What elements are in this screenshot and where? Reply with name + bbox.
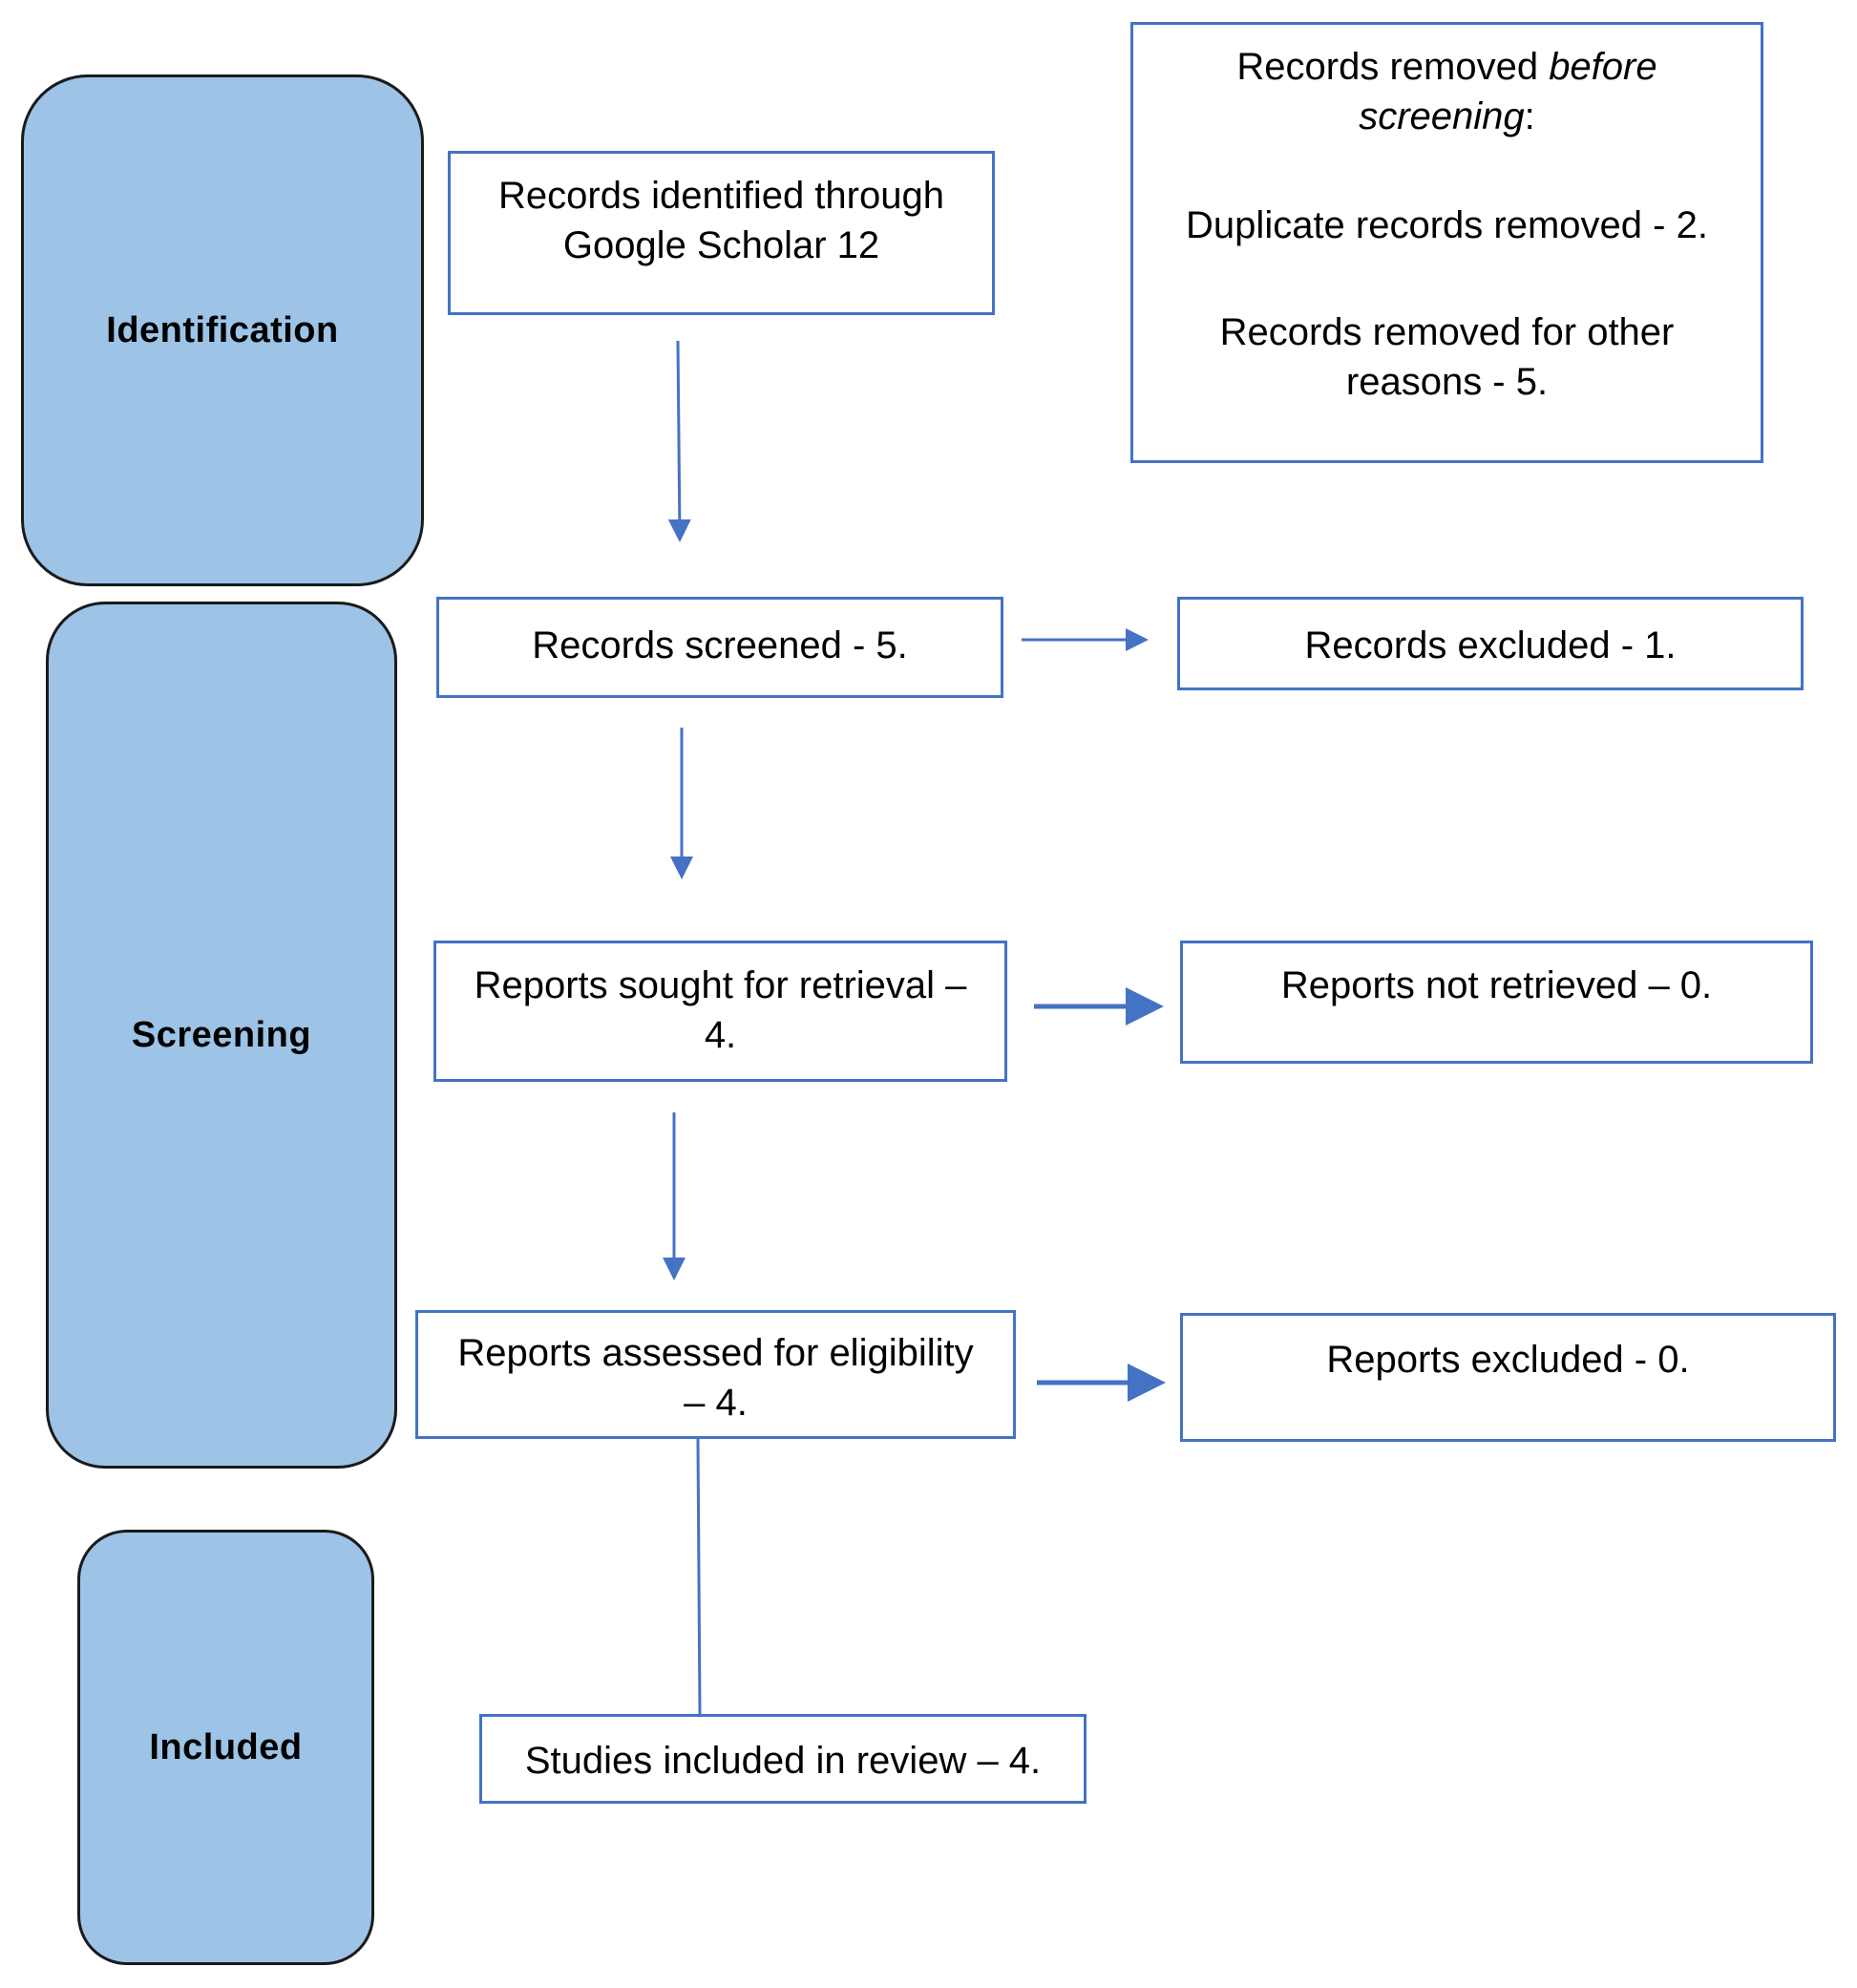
records-identified-text: Records identified through Google Schola… [498, 175, 944, 266]
box-reports-not-retrieved: Reports not retrieved – 0. [1180, 941, 1813, 1064]
removed-before-heading-emph2: screening [1359, 95, 1525, 137]
stage-included-label: Included [149, 1726, 303, 1767]
stage-screening-label: Screening [131, 1014, 312, 1055]
reports-not-retrieved-text: Reports not retrieved – 0. [1280, 964, 1713, 1006]
box-reports-excluded: Reports excluded - 0. [1180, 1313, 1836, 1442]
box-records-removed-before-screening: Records removed before screening: Duplic… [1130, 22, 1763, 463]
duplicate-records-removed: Duplicate records removed - 2. [1186, 204, 1708, 246]
studies-included-text: Studies included in review – 4. [524, 1740, 1042, 1782]
box-studies-included: Studies included in review – 4. [479, 1714, 1087, 1804]
reports-assessed-text: Reports assessed for eligibility – 4. [457, 1332, 974, 1424]
line-assessed-to-included [696, 1438, 702, 1715]
removed-before-heading-emph: before [1549, 46, 1657, 88]
stage-identification-label: Identification [106, 309, 339, 350]
box-reports-assessed: Reports assessed for eligibility – 4. [415, 1310, 1016, 1439]
box-records-identified: Records identified through Google Schola… [448, 151, 995, 315]
box-records-screened: Records screened - 5. [436, 597, 1003, 698]
reports-sought-text: Reports sought for retrieval – 4. [474, 964, 967, 1056]
stage-identification: Identification [21, 74, 424, 586]
records-removed-other: Records removed for other reasons - 5. [1219, 311, 1675, 403]
arrow-identified-to-screened [667, 340, 691, 542]
stage-included: Included [77, 1530, 374, 1965]
records-excluded-text: Records excluded - 1. [1304, 624, 1677, 666]
stage-screening: Screening [46, 602, 397, 1469]
records-screened-text: Records screened - 5. [532, 624, 908, 666]
removed-before-heading: Records removed before screening: [1171, 42, 1722, 141]
removed-before-heading-suffix: : [1524, 95, 1535, 137]
box-reports-sought: Reports sought for retrieval – 4. [433, 941, 1007, 1082]
removed-before-heading-prefix: Records removed [1236, 46, 1550, 88]
box-records-excluded: Records excluded - 1. [1177, 597, 1804, 690]
reports-excluded-text: Reports excluded - 0. [1326, 1339, 1690, 1381]
